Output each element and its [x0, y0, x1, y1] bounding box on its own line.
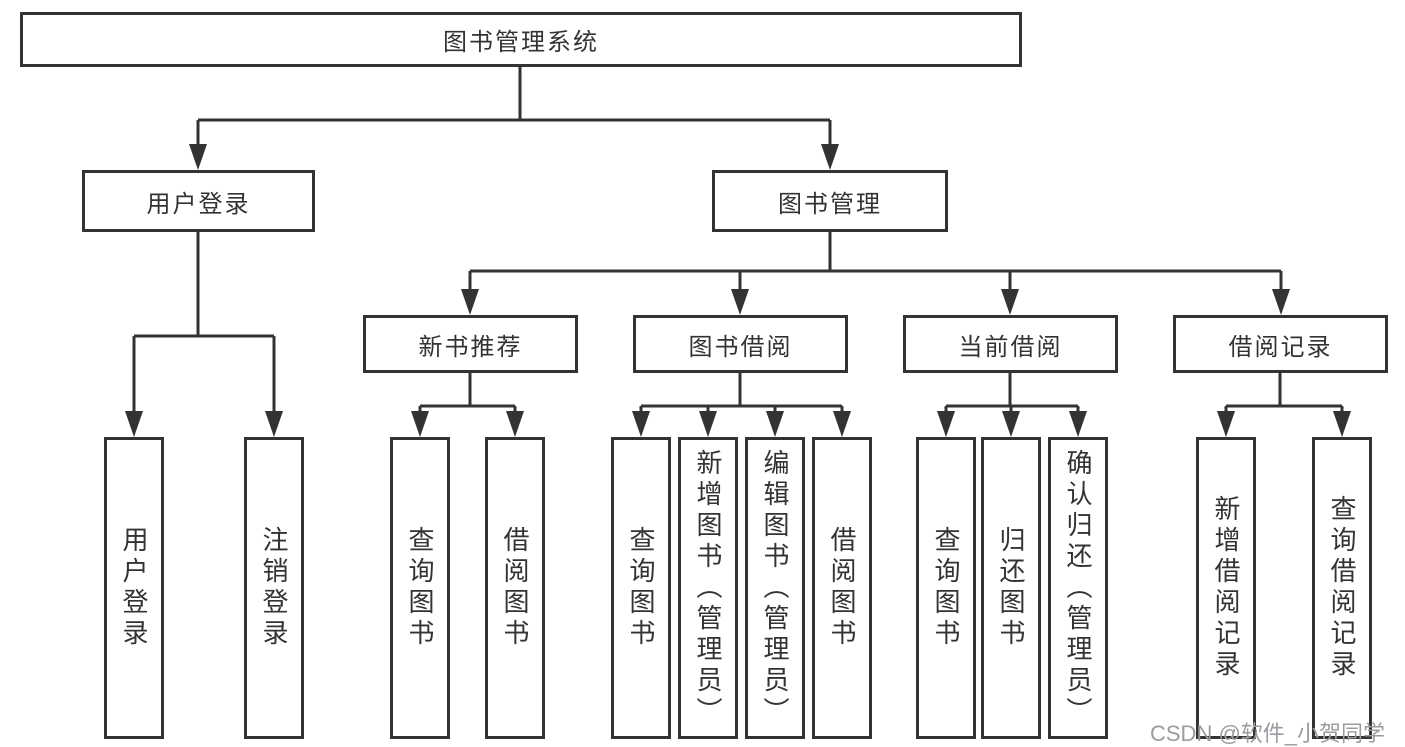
leaf-label: 确认归还（管理员） [1063, 448, 1093, 728]
leaf-label: 借阅图书 [500, 526, 530, 650]
leaf-label: 新增借阅记录 [1211, 495, 1241, 681]
node-system-root: 图书管理系统 [20, 12, 1022, 67]
node-borrow-records: 借阅记录 [1173, 315, 1388, 373]
arrowheads-level3 [461, 289, 1290, 315]
arrowheads-level2 [189, 144, 839, 170]
arrowheads-records-leaves [1217, 411, 1351, 437]
node-label: 图书管理 [778, 190, 882, 218]
arrowheads-current-leaves [937, 411, 1087, 437]
csdn-watermark: CSDN @软件_小贺同学 [1150, 721, 1386, 746]
arrowheads-newbook-leaves [411, 411, 524, 437]
connector-newbook-to-leaves [418, 373, 517, 413]
leaf-label: 查询借阅记录 [1327, 495, 1357, 681]
leaf-logout: 注销登录 [244, 437, 304, 739]
node-label: 新书推荐 [418, 333, 523, 361]
leaf-add-borrow-record: 新增借阅记录 [1196, 437, 1256, 739]
leaf-add-books-admin: 新增图书（管理员） [678, 437, 738, 739]
leaf-label: 查询图书 [626, 526, 656, 650]
leaf-query-borrow-record: 查询借阅记录 [1312, 437, 1372, 739]
node-book-borrow: 图书借阅 [633, 315, 848, 373]
node-label: 借阅记录 [1228, 333, 1333, 361]
leaf-edit-books-admin: 编辑图书（管理员） [745, 437, 805, 739]
connector-userlogin-to-leaves [132, 232, 276, 413]
node-user-login: 用户登录 [82, 170, 315, 232]
node-current-borrow: 当前借阅 [903, 315, 1118, 373]
connector-current-to-leaves [944, 373, 1080, 413]
connector-bookmgmt-to-level3 [468, 232, 1283, 291]
leaf-return-books: 归还图书 [981, 437, 1041, 739]
connector-root-to-level2 [196, 67, 832, 146]
leaf-label: 用户登录 [119, 526, 149, 650]
leaf-query-books-borrow: 查询图书 [611, 437, 671, 739]
arrowheads-borrow-leaves [632, 411, 851, 437]
leaf-query-books-recommend: 查询图书 [390, 437, 450, 739]
leaf-query-books-current: 查询图书 [916, 437, 976, 739]
leaf-label: 注销登录 [259, 526, 289, 650]
leaf-user-login: 用户登录 [104, 437, 164, 739]
leaf-label: 编辑图书（管理员） [760, 448, 790, 728]
arrowheads-userlogin-leaves [125, 411, 283, 437]
node-label: 当前借阅 [958, 333, 1063, 361]
node-label: 图书借阅 [688, 333, 793, 361]
node-book-management: 图书管理 [712, 170, 948, 232]
connector-records-to-leaves [1224, 373, 1344, 413]
leaf-borrow-books: 借阅图书 [812, 437, 872, 739]
leaf-label: 查询图书 [405, 526, 435, 650]
leaf-label: 借阅图书 [827, 526, 857, 650]
leaf-confirm-return-admin: 确认归还（管理员） [1048, 437, 1108, 739]
leaf-label: 查询图书 [931, 526, 961, 650]
node-label: 图书管理系统 [443, 29, 599, 56]
leaf-label: 新增图书（管理员） [693, 448, 723, 728]
leaf-borrow-books-recommend: 借阅图书 [485, 437, 545, 739]
leaf-label: 归还图书 [996, 526, 1026, 650]
node-label: 用户登录 [146, 190, 251, 218]
node-new-book-recommend: 新书推荐 [363, 315, 578, 373]
connector-borrow-to-leaves [639, 373, 844, 413]
